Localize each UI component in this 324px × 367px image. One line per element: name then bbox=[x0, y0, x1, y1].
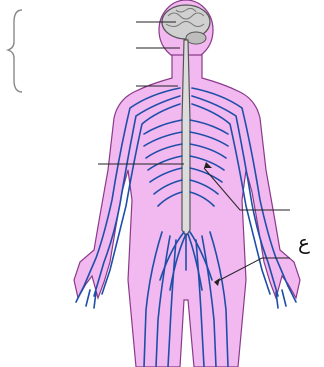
spinal-cord bbox=[182, 40, 190, 236]
label-ain: ع bbox=[298, 232, 310, 252]
brace-bracket bbox=[8, 10, 22, 92]
